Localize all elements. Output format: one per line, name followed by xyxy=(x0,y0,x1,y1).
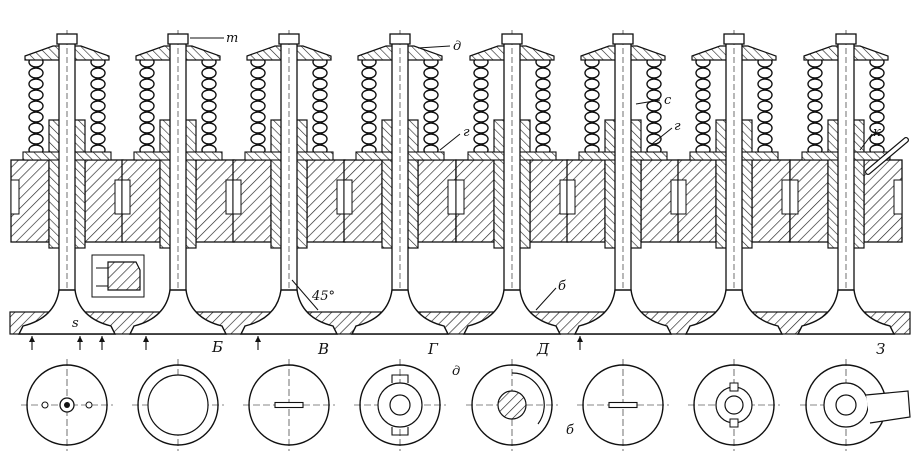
callout-b-view5: б xyxy=(558,279,566,294)
valve-view-6 xyxy=(566,30,680,336)
callout-k: к xyxy=(873,125,881,140)
valve-view-5 xyxy=(455,30,569,336)
plan-callout-d: д xyxy=(452,364,460,379)
stem-tip xyxy=(835,33,857,45)
valve-head xyxy=(350,289,450,335)
valve-spring xyxy=(139,56,217,156)
valve-spring xyxy=(584,56,662,156)
valve-head xyxy=(462,289,562,335)
valve-spring xyxy=(807,56,885,156)
callout-d: д xyxy=(453,39,461,54)
view-letter-z: З xyxy=(876,340,885,358)
angle-leader xyxy=(291,279,319,311)
valve-head xyxy=(573,289,673,335)
callout-g-view4: г xyxy=(463,125,470,140)
valve-head xyxy=(17,289,117,335)
valve-view-8 xyxy=(789,30,903,336)
stem-tip xyxy=(167,33,189,45)
dim-s: s xyxy=(72,316,79,331)
valve-head xyxy=(796,289,896,335)
plan-view-6 xyxy=(577,359,669,451)
stem-tip xyxy=(56,33,78,45)
angle-label: 45° xyxy=(311,289,335,304)
cylinder-head-seat-band xyxy=(9,311,911,335)
valve-view-4 xyxy=(343,30,457,336)
plan-callout-b: б xyxy=(566,423,574,438)
stem-tip xyxy=(501,33,523,45)
plan-view-5 xyxy=(466,359,558,451)
plan-view-4 xyxy=(354,359,446,451)
valve-view-3 xyxy=(232,30,346,336)
callout-g-view6: г xyxy=(674,119,681,134)
valve-view-7 xyxy=(677,30,791,336)
plan-view-1 xyxy=(21,359,113,451)
valve-head xyxy=(684,289,784,335)
stem-tip xyxy=(389,33,411,45)
stem-tip xyxy=(278,33,300,45)
view-letter-b: Б xyxy=(211,338,223,356)
plan-view-3 xyxy=(243,359,335,451)
view-letter-g: Г xyxy=(427,340,439,358)
valve-spring xyxy=(695,56,773,156)
stem-tip xyxy=(723,33,745,45)
plan-view-8 xyxy=(800,359,911,451)
view-letter-d: Д xyxy=(536,340,550,358)
plan-view-7 xyxy=(688,359,780,451)
valve-head xyxy=(128,289,228,335)
plan-view-2 xyxy=(132,359,224,451)
valve-head xyxy=(239,289,339,335)
callout-t: т xyxy=(226,31,238,46)
callout-c: с xyxy=(664,93,672,108)
stem-tip xyxy=(612,33,634,45)
valve-view-2 xyxy=(121,30,235,336)
seat-detail-inset xyxy=(91,254,145,298)
valve-view-1 xyxy=(10,30,124,336)
view-letter-v: В xyxy=(317,340,329,358)
